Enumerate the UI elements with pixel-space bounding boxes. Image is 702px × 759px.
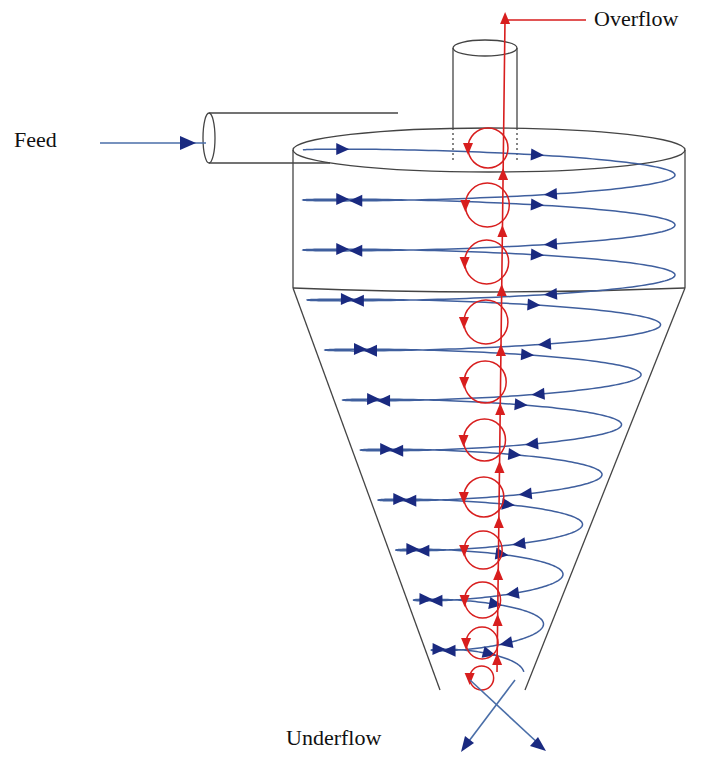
upflow-arrowhead	[494, 516, 504, 528]
flow-arrowhead	[393, 493, 406, 505]
flow-arrowhead	[531, 249, 545, 262]
flow-arrowhead	[336, 143, 349, 155]
flow-arrowhead	[514, 398, 528, 411]
loop-arrowhead	[459, 317, 469, 329]
flow-arrowhead	[380, 443, 393, 455]
loop-arrowhead	[460, 595, 470, 607]
underflow-arrowhead	[530, 737, 546, 751]
flow-arrowhead	[336, 193, 349, 205]
overflow-path	[497, 20, 586, 672]
cylinder-bottom	[293, 288, 685, 292]
loop-arrowhead	[459, 377, 469, 389]
flow-arrowhead	[442, 645, 455, 657]
flow-arrowhead	[367, 393, 380, 405]
cone-wall	[525, 288, 685, 690]
vortex-loop	[465, 240, 509, 284]
flow-label: Overflow	[594, 7, 678, 31]
flow-arrowhead	[531, 199, 545, 212]
flow-arrowhead	[508, 448, 522, 461]
flow-arrowhead	[544, 188, 558, 201]
vortex-finder	[452, 48, 453, 128]
inlet-pipe	[209, 112, 398, 113]
flow-arrowhead	[518, 487, 532, 500]
vortex-finder	[516, 48, 517, 128]
inner-vortex	[458, 12, 586, 690]
upflow-arrowhead	[495, 403, 505, 415]
flow-arrowhead	[512, 537, 526, 550]
flow-arrowhead	[341, 293, 354, 305]
upflow-arrowhead	[497, 225, 507, 237]
upflow-arrowhead	[496, 344, 506, 356]
flow-arrowhead	[521, 348, 535, 361]
upflow-arrowhead	[497, 284, 507, 296]
inlet-pipe	[209, 162, 330, 163]
flow-arrowhead	[403, 495, 416, 507]
upflow-arrowhead	[493, 614, 503, 626]
inlet-end	[203, 113, 215, 163]
flow-arrowhead	[544, 238, 558, 251]
vortex-loop	[464, 531, 502, 569]
flow-arrowhead	[406, 543, 419, 555]
loop-arrowhead	[458, 435, 468, 447]
vortex-finder-hidden	[452, 128, 453, 160]
loop-arrowhead	[459, 492, 469, 504]
flow-arrowhead	[351, 295, 364, 307]
flow-arrowhead	[419, 593, 432, 605]
upflow-arrowhead	[498, 168, 508, 180]
flow-arrowhead	[429, 595, 442, 607]
underflow-arrowhead	[461, 736, 474, 752]
cone-wall	[293, 288, 440, 690]
vortex-loop	[464, 361, 506, 403]
vortex-finder-top	[453, 40, 517, 56]
flow-arrowhead	[432, 643, 445, 655]
vortex-loop	[466, 627, 498, 659]
upflow-arrowhead	[492, 653, 502, 665]
flow-label: Underflow	[286, 726, 381, 750]
flow-arrowhead	[498, 636, 513, 650]
flow-arrowhead	[527, 298, 541, 311]
vortex-loop	[465, 582, 501, 618]
flow-arrowhead	[349, 245, 362, 257]
vortex-loop	[468, 128, 508, 168]
feed-arrowhead	[180, 136, 196, 150]
flow-label: Feed	[14, 128, 57, 152]
flow-arrowhead	[390, 445, 403, 457]
flow-arrowhead	[349, 195, 362, 207]
vortex-loop	[463, 419, 505, 461]
flow-arrowhead	[525, 438, 539, 451]
flow-arrowhead	[416, 545, 429, 557]
loop-arrowhead	[461, 638, 471, 650]
vortex-spiral	[303, 149, 675, 672]
vortex-loop	[464, 300, 508, 344]
cylinder-wall	[292, 150, 293, 288]
flow-arrowhead	[354, 343, 367, 355]
loop-arrowhead	[460, 257, 470, 269]
flow-arrowhead	[377, 395, 390, 407]
cylinder-wall	[684, 150, 685, 288]
upflow-arrowhead	[494, 461, 504, 473]
vortex-loop	[465, 183, 509, 227]
loop-arrowhead	[463, 143, 473, 155]
flow-arrowhead	[364, 345, 377, 357]
flow-arrowhead	[538, 338, 552, 351]
loop-arrowhead	[459, 545, 469, 557]
upflow-arrowhead	[493, 568, 503, 580]
flow-arrowhead	[544, 288, 558, 301]
flow-arrowhead	[531, 388, 545, 401]
flow-arrowhead	[336, 243, 349, 255]
flow-arrowhead	[505, 587, 520, 601]
loop-arrowhead	[460, 200, 470, 212]
upflow-arrowhead	[500, 12, 510, 24]
flow-arrowhead	[531, 149, 545, 162]
outer-vortex	[303, 143, 675, 672]
underflow-arrows	[466, 680, 540, 745]
vortex-finder-hidden	[516, 128, 517, 160]
vortex-loop	[464, 477, 504, 517]
vortex-loop	[470, 666, 494, 690]
cylinder-top	[293, 128, 685, 172]
